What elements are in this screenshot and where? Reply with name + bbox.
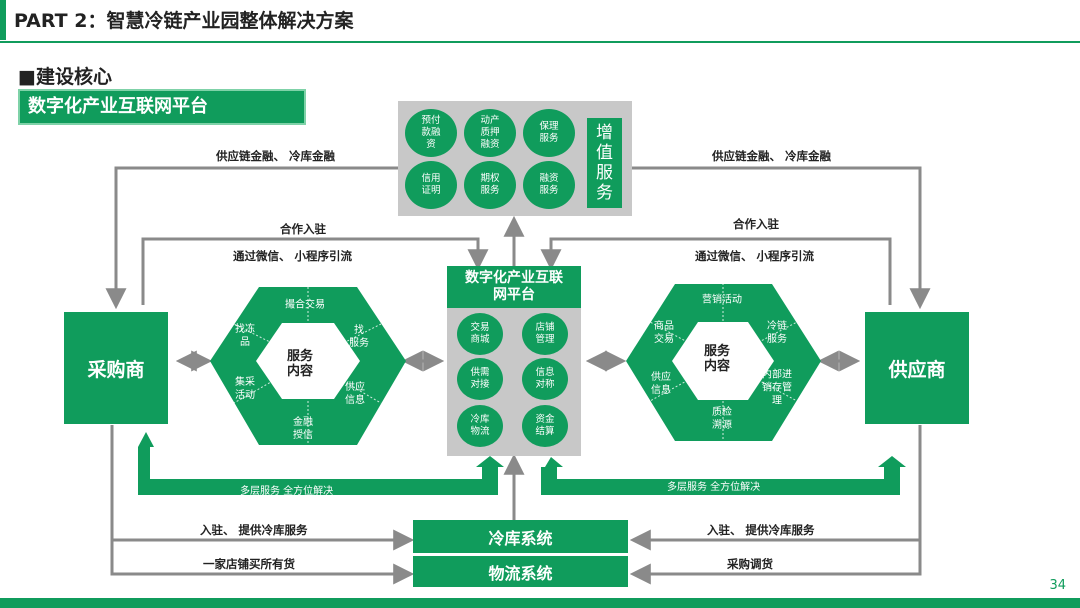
platform-circle-cold-logistics: 冷库 物流 [457, 405, 503, 447]
buyer-hex-finance-credit: 金融 授信 [293, 417, 313, 441]
value-circle-options: 期权 服务 [464, 161, 516, 209]
page-number: 34 [1049, 578, 1066, 593]
platform-circle-mall: 交易 商城 [457, 313, 503, 355]
supplier-hex-inventory: 内部进 销存管 理 [762, 369, 792, 407]
buyer-service-hexagon [210, 287, 406, 445]
purchase-right-arrow [629, 540, 922, 585]
multi-right-label: 多层服务 全方位解决 [667, 482, 761, 493]
value-added-title: 增 值 服 务 [587, 118, 622, 208]
supplier-hex-marketing: 营销活动 [702, 294, 742, 306]
finance-left-arrow [105, 166, 398, 310]
coop-left-arrow [141, 237, 489, 305]
finance-right-arrow [632, 166, 931, 310]
platform-circle-info-symmetry: 信息 对称 [522, 358, 568, 400]
coop-right-arrow [540, 237, 892, 305]
platform-circle-shop-management: 店铺 管理 [522, 313, 568, 355]
value-circle-prepay-financing: 预付 款融 资 [405, 109, 457, 157]
footer-bar [0, 598, 1080, 608]
multi-service-right-arrow [541, 456, 906, 495]
buyer-hex-group-buying: 集采 活动 [235, 377, 255, 401]
header-accent-bar [0, 0, 6, 40]
buyer-box: 采购商 [64, 312, 168, 424]
page-title: PART 2：智慧冷链产业园整体解决方案 [14, 10, 354, 32]
value-circle-credit-proof: 信用 证明 [405, 161, 457, 209]
cold-storage-system-box: 冷库系统 [413, 520, 628, 553]
header-divider [0, 41, 1080, 43]
supplier-service-hexagon [626, 284, 821, 441]
supplier-hex-center: 服务 内容 [703, 344, 731, 374]
supplier-hex-supply-info: 供应 信息 [651, 372, 671, 396]
buyer-hex-supply-info: 供应 信息 [345, 382, 365, 406]
entry-left-label: 入驻、 提供冷库服务 [200, 523, 308, 537]
wechat-left-label: 通过微信、 小程序引流 [233, 249, 353, 263]
value-circle-factoring: 保理 服务 [523, 109, 575, 157]
supplier-hex-trading: 商品 交易 [654, 321, 674, 345]
platform-circle-fund-settlement: 资金 结算 [522, 405, 568, 447]
buyer-hex-find-service: 找 服务 [349, 325, 369, 349]
supplier-hex-traceability: 质检 溯源 [712, 407, 732, 431]
buyer-hex-center: 服务 内容 [286, 349, 314, 379]
coop-right-label: 合作入驻 [733, 217, 779, 231]
finance-right-label: 供应链金融、 冷库金融 [712, 149, 832, 163]
platform-title: 数字化产业互联 网平台 [447, 266, 581, 308]
multi-left-label: 多层服务 全方位解决 [240, 486, 334, 497]
multi-service-left-arrow [138, 432, 504, 495]
shop-left-arrow [110, 540, 415, 585]
finance-left-label: 供应链金融、 冷库金融 [216, 149, 336, 163]
coop-left-label: 合作入驻 [280, 222, 326, 236]
section-title: ■建设核心 [18, 66, 112, 88]
supplier-hex-cold-chain: 冷链 服务 [767, 321, 787, 345]
shop-left-label: 一家店铺买所有货 [203, 557, 295, 571]
value-circle-financing-service: 融资 服务 [523, 161, 575, 209]
section-banner: 数字化产业互联网平台 [18, 89, 306, 125]
platform-circle-supply-demand: 供需 对接 [457, 358, 503, 400]
value-circle-pledge-financing: 动产 质押 融资 [464, 109, 516, 157]
purchase-right-label: 采购调货 [727, 557, 773, 571]
wechat-right-label: 通过微信、 小程序引流 [695, 249, 815, 263]
logistics-system-box: 物流系统 [413, 556, 628, 587]
buyer-hex-matchmaking: 撮合交易 [285, 299, 325, 311]
entry-right-label: 入驻、 提供冷库服务 [707, 523, 815, 537]
supplier-box: 供应商 [865, 312, 969, 424]
buyer-hex-find-frozen: 找冻 品 [235, 324, 255, 348]
